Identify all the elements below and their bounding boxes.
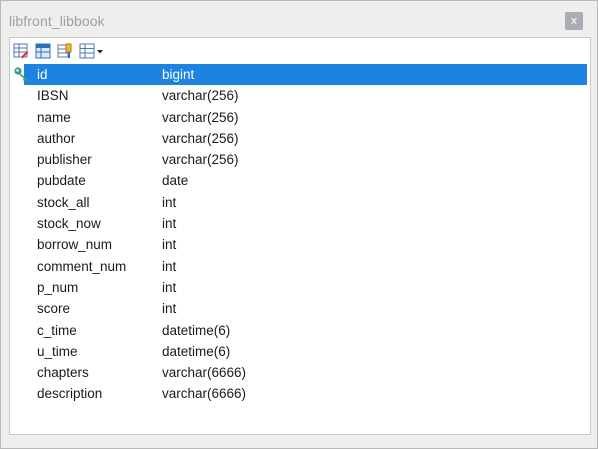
column-name: chapters [37,365,89,381]
column-row[interactable]: stock_all int [10,192,590,213]
column-row[interactable]: author varchar(256) [10,128,590,149]
column-name: id [37,67,48,82]
primary-key-icon [14,67,28,82]
copy-table-icon [57,43,72,58]
column-name: name [37,109,71,125]
column-type: varchar(256) [162,88,239,104]
column-type: int [162,279,177,295]
column-name: author [37,130,76,146]
column-name: u_time [37,343,78,359]
column-row[interactable]: publisher varchar(256) [10,149,590,170]
close-icon: x [570,14,578,27]
column-name: borrow_num [37,237,113,253]
design-table-icon [13,43,29,59]
column-row[interactable]: description varchar(6666) [10,383,590,404]
column-type: int [162,237,177,253]
column-row[interactable]: u_time datetime(6) [10,341,590,362]
table-view-dropdown-button[interactable] [78,42,106,60]
column-name: pubdate [37,173,86,189]
table-grid-icon [35,43,51,59]
column-row[interactable]: comment_num int [10,256,590,277]
column-type: varchar(256) [162,152,239,168]
column-type: int [162,194,177,210]
window-title: libfront_libbook [9,13,105,29]
open-table-button[interactable] [34,42,52,60]
column-name: IBSN [37,88,69,104]
column-type: datetime(6) [162,322,231,338]
close-button[interactable]: x [565,12,583,30]
column-name: score [37,301,71,317]
column-name: p_num [37,279,79,295]
column-type: varchar(6666) [162,365,247,381]
column-row[interactable]: IBSN varchar(256) [10,85,590,106]
column-name: description [37,386,103,402]
column-row[interactable]: chapters varchar(6666) [10,362,590,383]
column-row[interactable]: stock_now int [10,213,590,234]
column-type: int [162,301,177,317]
design-table-button[interactable] [12,42,30,60]
column-row[interactable]: score int [10,298,590,319]
column-type: int [162,258,177,274]
column-type: date [162,173,189,189]
column-type: varchar(6666) [162,386,247,402]
column-row[interactable]: pubdate date [10,170,590,191]
column-row[interactable]: name varchar(256) [10,107,590,128]
column-row[interactable]: p_num int [10,277,590,298]
column-name: c_time [37,322,77,338]
column-type: datetime(6) [162,343,231,359]
column-type: bigint [162,67,195,82]
column-row[interactable]: c_time datetime(6) [10,320,590,341]
column-name: stock_all [37,194,90,210]
column-type: varchar(256) [162,130,239,146]
column-type: int [162,216,177,232]
column-name: comment_num [37,258,127,274]
column-name: publisher [37,152,92,168]
column-name: stock_now [37,216,101,232]
column-row[interactable]: borrow_num int [10,234,590,255]
selection-highlight [24,64,587,86]
title-bar[interactable]: libfront_libbook x [1,1,597,35]
table-view-dropdown-icon [79,43,103,59]
panel-toolbar [12,41,110,61]
column-row[interactable]: id bigint [10,64,590,86]
copy-table-button[interactable] [56,42,74,60]
column-type: varchar(256) [162,109,239,125]
